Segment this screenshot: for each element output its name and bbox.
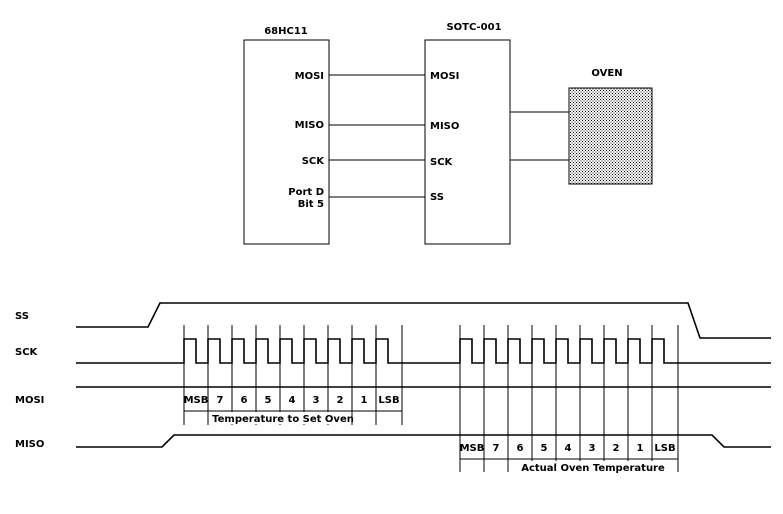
signal-label-miso: MISO [15,439,44,450]
mcu-pin-sck: SCK [302,156,326,167]
mcu-port-line1: Port D [288,187,324,198]
mcu-box [243,39,330,245]
miso-bit-label: 3 [589,443,596,454]
mosi-bit-label: 6 [241,395,248,406]
oven-block: OVEN [510,68,653,185]
mosi-bit-label: 3 [313,395,320,406]
ss-waveform [76,302,771,339]
clock-edge-ticks [183,325,679,472]
mosi-bit-label: MSB [184,395,209,406]
signal-label-sck: SCK [15,347,39,358]
controller-block: SOTC-001 MOSI MISO SCK SS [424,22,511,245]
mosi-caption-bg [224,412,342,424]
mcu-pin-miso: MISO [295,120,324,131]
miso-bit-label: 2 [613,443,620,454]
miso-bit-label: MSB [460,443,485,454]
miso-caption: Actual Oven Temperature [521,463,665,474]
sck-waveform [76,338,771,364]
signal-label-ss: SS [15,311,29,322]
mosi-bit-label: 7 [217,395,224,406]
mosi-bit-label: 1 [361,395,368,406]
mcu-controller-wires [329,74,425,198]
miso-bit-labels: MSB 7 6 5 4 3 2 1 LSB [460,443,676,454]
miso-bit-label: 7 [493,443,500,454]
oven-title: OVEN [591,68,622,79]
miso-waveform [76,434,771,448]
mcu-block: 68HC11 MOSI MISO SCK Port D Bit 5 [243,26,330,245]
mosi-bit-label: 4 [289,395,296,406]
miso-bit-label: 4 [565,443,572,454]
mcu-pin-mosi: MOSI [295,71,324,82]
controller-pin-miso: MISO [430,121,459,132]
controller-pin-ss: SS [430,192,444,203]
miso-caption-bg [522,461,664,473]
oven-box [568,87,653,185]
mosi-bit-labels: MSB 7 6 5 4 3 2 1 LSB [184,395,400,406]
controller-title: SOTC-001 [446,22,501,33]
controller-pin-mosi: MOSI [430,71,459,82]
mosi-bit-label: 2 [337,395,344,406]
mosi-bit-label: 5 [265,395,272,406]
controller-pin-sck: SCK [430,157,454,168]
miso-bit-label: 1 [637,443,644,454]
miso-bit-label: 6 [517,443,524,454]
controller-box [424,39,511,245]
mcu-title: 68HC11 [264,26,308,37]
signal-labels: SS SCK MOSI MISO [15,311,44,450]
miso-bit-label: 5 [541,443,548,454]
mosi-caption: Temperature to Set Oven [212,414,354,425]
mosi-bit-label: LSB [378,395,399,406]
signal-label-mosi: MOSI [15,395,44,406]
mcu-port-line2: Bit 5 [298,199,324,210]
miso-bit-label: LSB [654,443,675,454]
